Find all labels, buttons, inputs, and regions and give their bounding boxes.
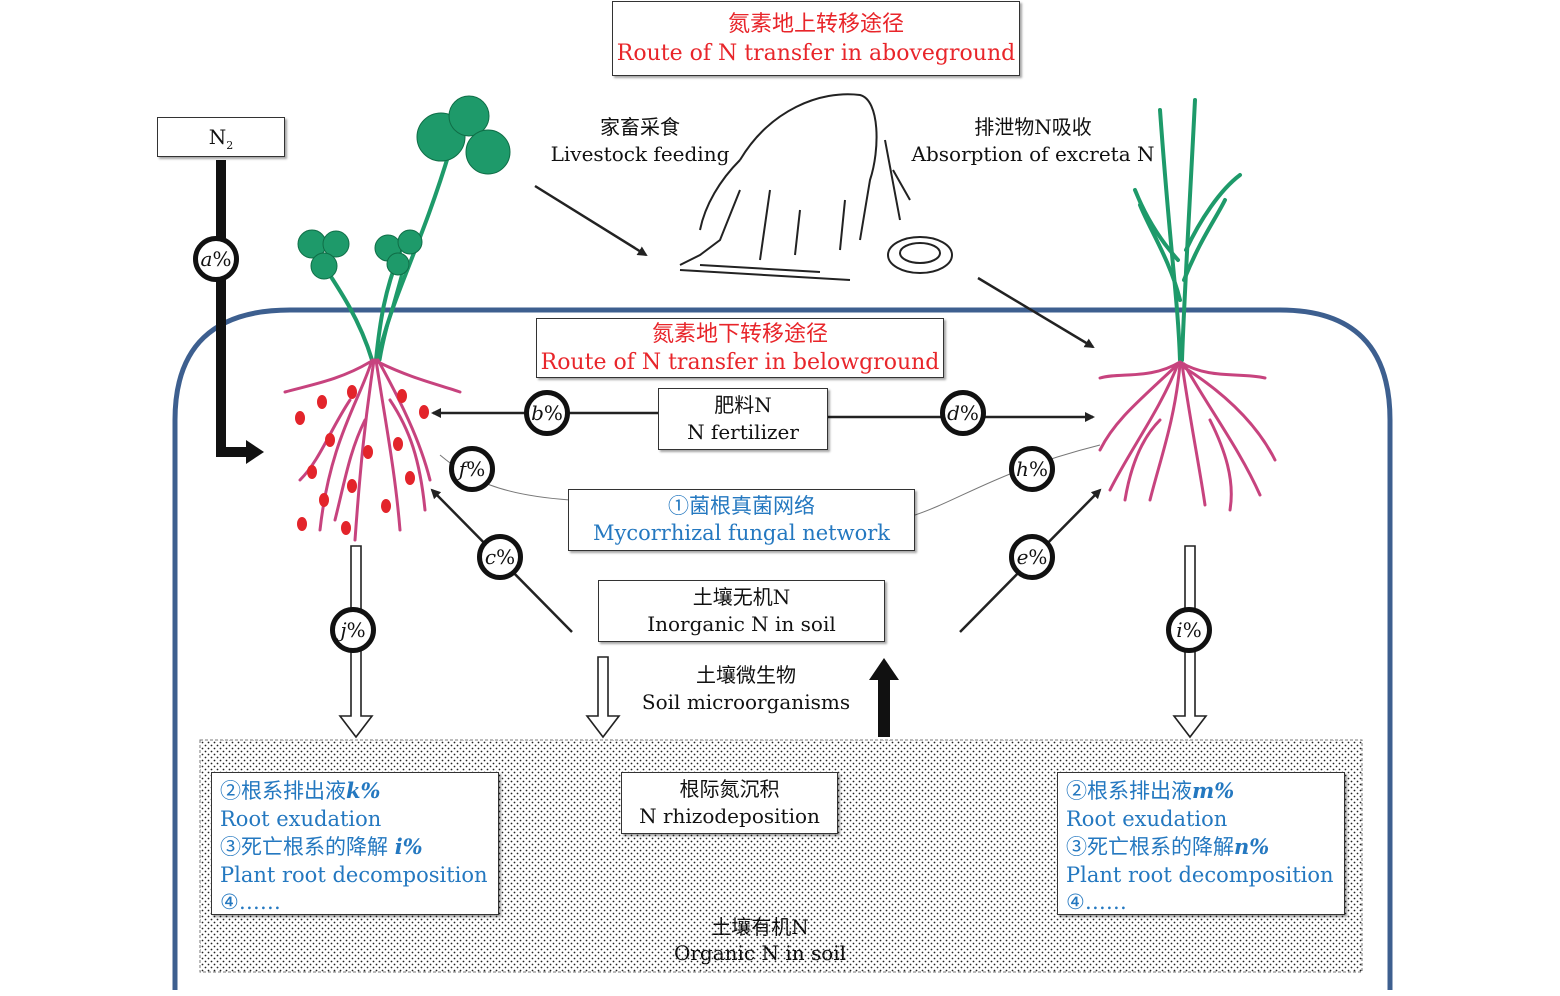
rate-e-circle: e%	[1009, 534, 1055, 580]
rate-f-circle: f%	[449, 446, 495, 492]
left-rhizodeposition-box: ②根系排出液k% Root exudation ③死亡根系的降解 i% Plan…	[211, 772, 499, 915]
clover-plant	[283, 95, 511, 542]
livestock-label-zh: 家畜采食	[600, 115, 680, 139]
n2-box: N2	[157, 117, 285, 157]
right-exudation-zh: ②根系排出液m%	[1066, 778, 1235, 803]
n2-arrow	[216, 160, 252, 457]
excreta-label: 排泄物N吸收 Absorption of excreta N	[898, 114, 1168, 168]
aboveground-title-zh: 氮素地上转移途径	[727, 12, 904, 37]
rate-j-circle: j%	[330, 607, 376, 653]
inorganic-n-en: Inorganic N in soil	[647, 612, 836, 636]
mycorrhizal-box: ①菌根真菌网络 Mycorrhizal fungal network	[568, 489, 915, 551]
organic-n-en: Organic N in soil	[673, 941, 847, 965]
rate-b-circle: b%	[524, 390, 570, 436]
n2-label: N	[208, 125, 227, 149]
mycorrhizal-thread-right	[914, 444, 1101, 516]
soil-microorganisms-label: 土壤微生物 Soil microorganisms	[626, 662, 866, 716]
left-exudation-en: Root exudation	[220, 806, 382, 831]
livestock-label-en: Livestock feeding	[550, 142, 730, 166]
organic-n-zh: 土壤有机N	[711, 915, 809, 939]
rhizodeposition-en: N rhizodeposition	[639, 804, 820, 828]
belowground-frame	[172, 307, 1393, 990]
inorganic-n-zh: 土壤无机N	[692, 585, 791, 609]
excreta-label-zh: 排泄物N吸收	[974, 115, 1092, 139]
livestock-label: 家畜采食 Livestock feeding	[540, 114, 740, 168]
n2-subscript: 2	[226, 139, 234, 152]
right-decomposition-en: Plant root decomposition	[1066, 862, 1334, 887]
left-decomposition-zh: ③死亡根系的降解 i%	[220, 834, 423, 859]
mycorrhizal-zh: ①菌根真菌网络	[668, 494, 815, 518]
left-decomposition-en: Plant root decomposition	[220, 862, 488, 887]
rhizodeposition-box: 根际氮沉积 N rhizodeposition	[621, 772, 838, 834]
rate-i-circle: i%	[1166, 607, 1212, 653]
aboveground-title-en: Route of N transfer in aboveground	[616, 41, 1016, 66]
rhizodeposition-zh: 根际氮沉积	[679, 777, 780, 801]
soil-microorganisms-zh: 土壤微生物	[696, 663, 796, 687]
right-exudation-en: Root exudation	[1066, 806, 1228, 831]
fertilizer-box: 肥料N N fertilizer	[658, 388, 828, 450]
soil-microorganisms-en: Soil microorganisms	[641, 690, 851, 714]
livestock-sketch	[679, 93, 953, 281]
belowground-title-zh: 氮素地下转移途径	[651, 322, 828, 347]
arrow-excreta	[977, 276, 1095, 349]
mycorrhizal-en: Mycorrhizal fungal network	[592, 521, 890, 545]
rate-d-circle: d%	[940, 390, 986, 436]
fertilizer-zh: 肥料N	[714, 393, 772, 417]
inorganic-n-box: 土壤无机N Inorganic N in soil	[598, 580, 885, 642]
excreta-label-en: Absorption of excreta N	[911, 142, 1155, 166]
left-other: ④……	[220, 890, 281, 914]
rate-a-circle: a%	[193, 236, 239, 282]
right-decomposition-zh: ③死亡根系的降解n%	[1066, 834, 1270, 859]
arrow-livestock	[534, 184, 648, 257]
organic-n-label: 土壤有机N Organic N in soil	[640, 914, 880, 966]
belowground-title-en: Route of N transfer in belowground	[540, 350, 940, 375]
aboveground-title-box: 氮素地上转移途径 Route of N transfer in abovegro…	[612, 1, 1020, 76]
grass-plant	[1098, 98, 1277, 512]
fertilizer-en: N fertilizer	[687, 420, 799, 444]
right-other: ④……	[1066, 890, 1127, 914]
solid-up-arrow	[869, 658, 899, 737]
rate-c-circle: c%	[477, 534, 523, 580]
right-rhizodeposition-box: ②根系排出液m% Root exudation ③死亡根系的降解n% Plant…	[1057, 772, 1345, 915]
left-exudation-zh: ②根系排出液k%	[220, 778, 381, 803]
rate-h-circle: h%	[1009, 446, 1055, 492]
belowground-title-box: 氮素地下转移途径 Route of N transfer in belowgro…	[536, 318, 944, 378]
